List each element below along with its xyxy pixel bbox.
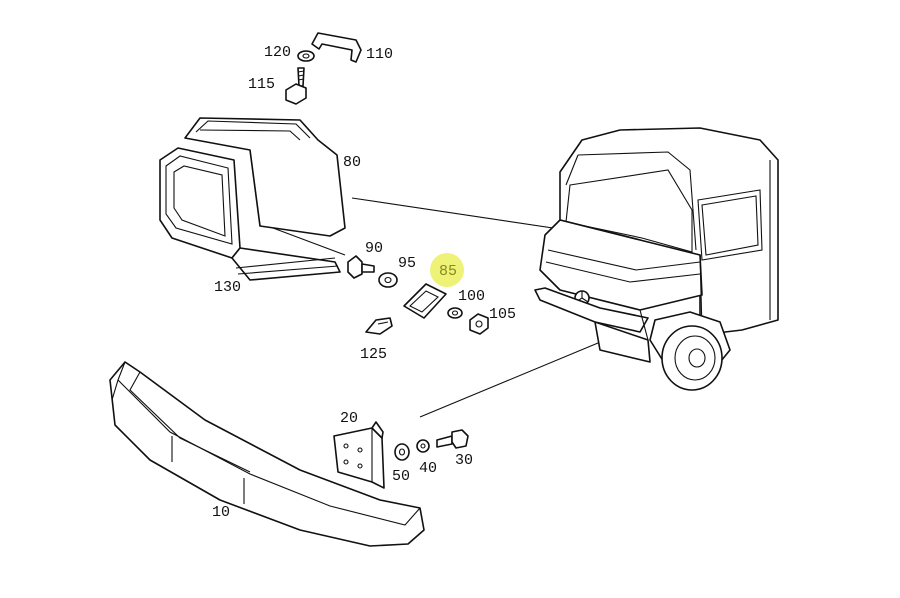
label-10: 10 — [212, 504, 230, 521]
label-50: 50 — [392, 468, 410, 485]
label-125: 125 — [360, 346, 387, 363]
label-90: 90 — [365, 240, 383, 257]
truck-cab — [534, 127, 779, 391]
label-20: 20 — [340, 410, 358, 427]
washer-95 — [378, 272, 398, 288]
label-85: 85 — [439, 263, 457, 280]
handle-110 — [311, 32, 362, 63]
seal-130 — [235, 257, 339, 275]
nut-105 — [469, 313, 489, 335]
label-130: 130 — [214, 279, 241, 296]
label-110: 110 — [366, 46, 393, 63]
fastener-125 — [365, 317, 393, 335]
bracket-20 — [333, 421, 385, 489]
label-30: 30 — [455, 452, 473, 469]
bracket-85 — [403, 283, 447, 319]
label-80: 80 — [343, 154, 361, 171]
label-120: 120 — [264, 44, 291, 61]
air-deflector-80 — [159, 117, 346, 281]
label-115: 115 — [248, 76, 275, 93]
washer-100 — [447, 307, 463, 319]
bolt-30 — [436, 429, 469, 449]
highlight-85 — [430, 253, 464, 287]
washer-120 — [297, 50, 315, 62]
screw-115 — [285, 67, 307, 105]
leader-130 — [264, 224, 346, 256]
washer-50 — [394, 443, 410, 461]
part-labels: 110 120 115 80 130 90 95 85 100 105 125 … — [212, 44, 516, 521]
bolt-90 — [347, 255, 375, 279]
label-100: 100 — [458, 288, 485, 305]
label-95: 95 — [398, 255, 416, 272]
leader-20 — [419, 337, 611, 418]
bumper-10 — [109, 361, 425, 547]
label-40: 40 — [419, 460, 437, 477]
label-105: 105 — [489, 306, 516, 323]
washer-40 — [416, 439, 430, 453]
